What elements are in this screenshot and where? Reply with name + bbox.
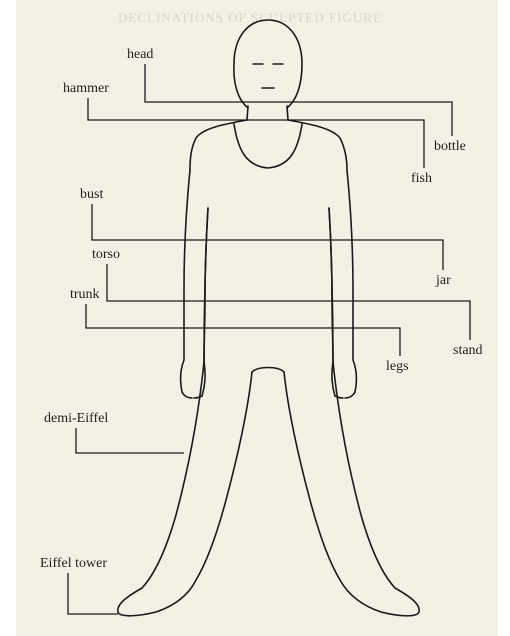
crotch — [252, 368, 284, 373]
right-foot — [340, 580, 419, 616]
label-demi-eiffel: demi-Eiffel — [44, 411, 108, 426]
left-leg-inner — [196, 372, 252, 580]
labels: head hammer bottle fish bust jar torso t… — [40, 47, 483, 571]
human-outline — [118, 20, 419, 616]
label-legs: legs — [386, 359, 409, 374]
shirt-neckline — [234, 124, 302, 168]
torso-right — [329, 208, 333, 362]
torso-left — [204, 208, 208, 362]
left-arm-outer — [181, 170, 190, 392]
left-leg-outer — [142, 362, 204, 588]
label-head: head — [127, 47, 153, 62]
neck-left — [247, 106, 248, 120]
head-outline — [234, 20, 302, 108]
right-arm-outer — [347, 170, 356, 392]
label-trunk: trunk — [70, 287, 100, 302]
right-leg-outer — [333, 362, 395, 588]
label-eiffel-tower: Eiffel tower — [40, 556, 107, 571]
label-bust: bust — [80, 187, 103, 202]
label-hammer: hammer — [63, 81, 109, 96]
leader-head-bottle — [145, 64, 452, 136]
left-foot — [118, 580, 196, 616]
leader-eiffel-tower — [68, 573, 118, 614]
leader-demi-eiffel — [76, 428, 184, 453]
label-jar: jar — [435, 273, 451, 288]
right-leg-inner — [284, 372, 340, 580]
neck-right — [287, 106, 288, 120]
label-bottle: bottle — [434, 139, 466, 154]
label-stand: stand — [453, 343, 483, 358]
leader-bust-jar — [92, 204, 443, 270]
label-fish: fish — [411, 171, 432, 186]
label-torso: torso — [92, 247, 120, 262]
leader-lines — [68, 64, 470, 614]
leader-hammer-fish — [88, 98, 424, 168]
